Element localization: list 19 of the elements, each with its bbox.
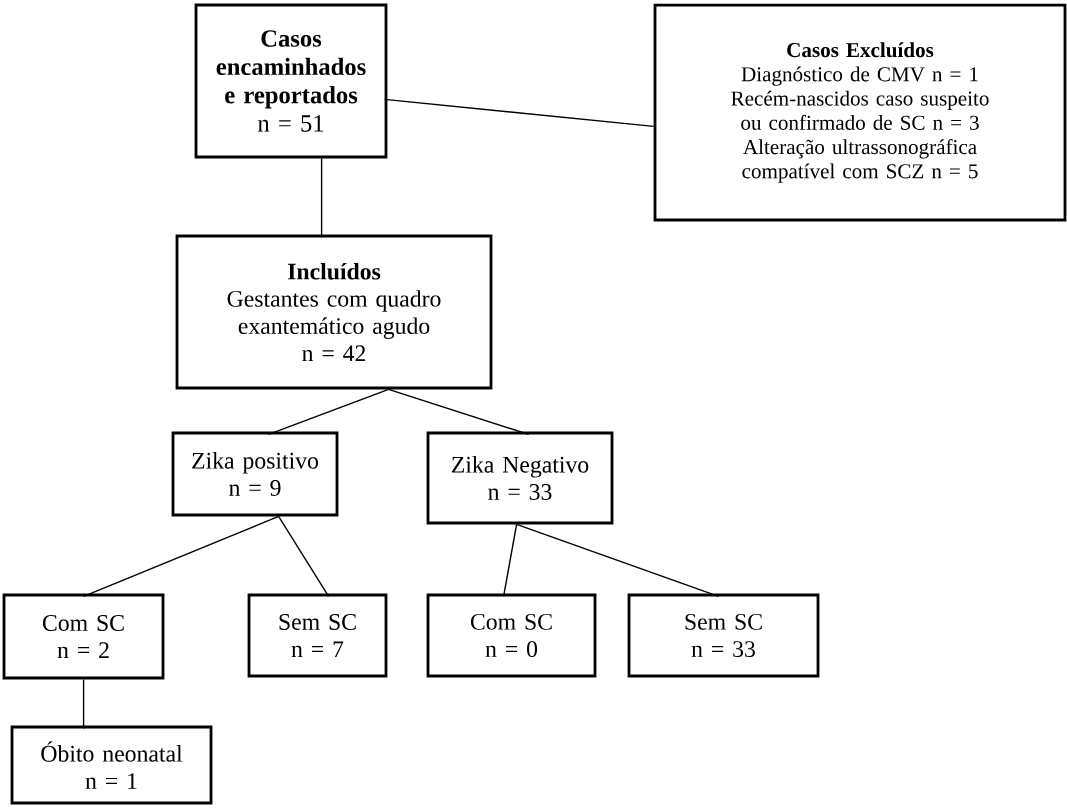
process-box: Zika Negativo n = 33: [426, 431, 614, 525]
connector-line: [387, 388, 530, 436]
connector-line: [82, 515, 280, 598]
connector-line: [383, 98, 655, 128]
process-box: Sem SC n = 33: [627, 593, 820, 678]
connector-line: [267, 388, 390, 436]
process-box: Zika positivo n = 9: [171, 431, 339, 517]
process-box: Sem SC n = 7: [247, 593, 388, 678]
connector-line: [82, 678, 85, 730]
process-box: Óbito neonatal n = 1: [10, 725, 213, 805]
process-box: Com SC n = 2: [2, 593, 165, 680]
connector-line: [320, 157, 323, 239]
connector-line: [277, 515, 330, 598]
process-box: Casos encaminhados e reportados n = 51: [194, 3, 388, 159]
connector-line: [502, 523, 518, 598]
process-box: Incluídos Gestantes com quadro exantemático agudo n = 42: [175, 234, 493, 390]
process-box: Casos Excluídos Diagnóstico de CMV n = 1 Recém-nascidos caso suspeito ou confirmado de SC n = 3 Alteração ultrassonográfica compatível com SCZ n = 5: [653, 3, 1067, 222]
process-box: Com SC n = 0: [426, 593, 597, 678]
connector-line: [515, 523, 720, 598]
